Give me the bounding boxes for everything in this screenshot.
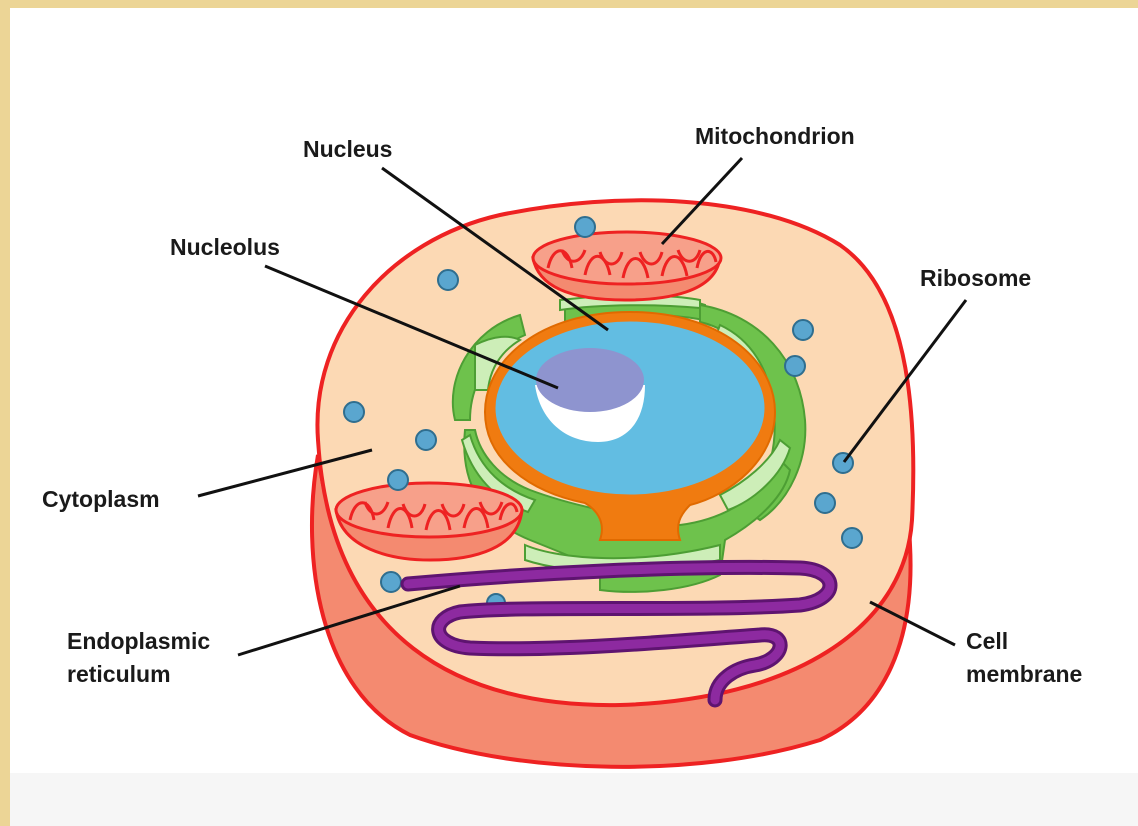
label-nucleolus: Nucleolus: [170, 234, 280, 260]
label-cytoplasm: Cytoplasm: [42, 486, 160, 512]
label-membrane-line1: Cell: [966, 628, 1008, 654]
label-membrane-line2: membrane: [966, 661, 1082, 687]
label-er-line1: Endoplasmic: [67, 628, 210, 654]
nucleolus: [536, 348, 644, 412]
label-er-line2: reticulum: [67, 661, 171, 687]
label-ribosome: Ribosome: [920, 265, 1031, 291]
mitochondrion-top: [533, 232, 721, 300]
label-mitochondrion: Mitochondrion: [695, 123, 855, 149]
label-nucleus: Nucleus: [303, 136, 392, 162]
